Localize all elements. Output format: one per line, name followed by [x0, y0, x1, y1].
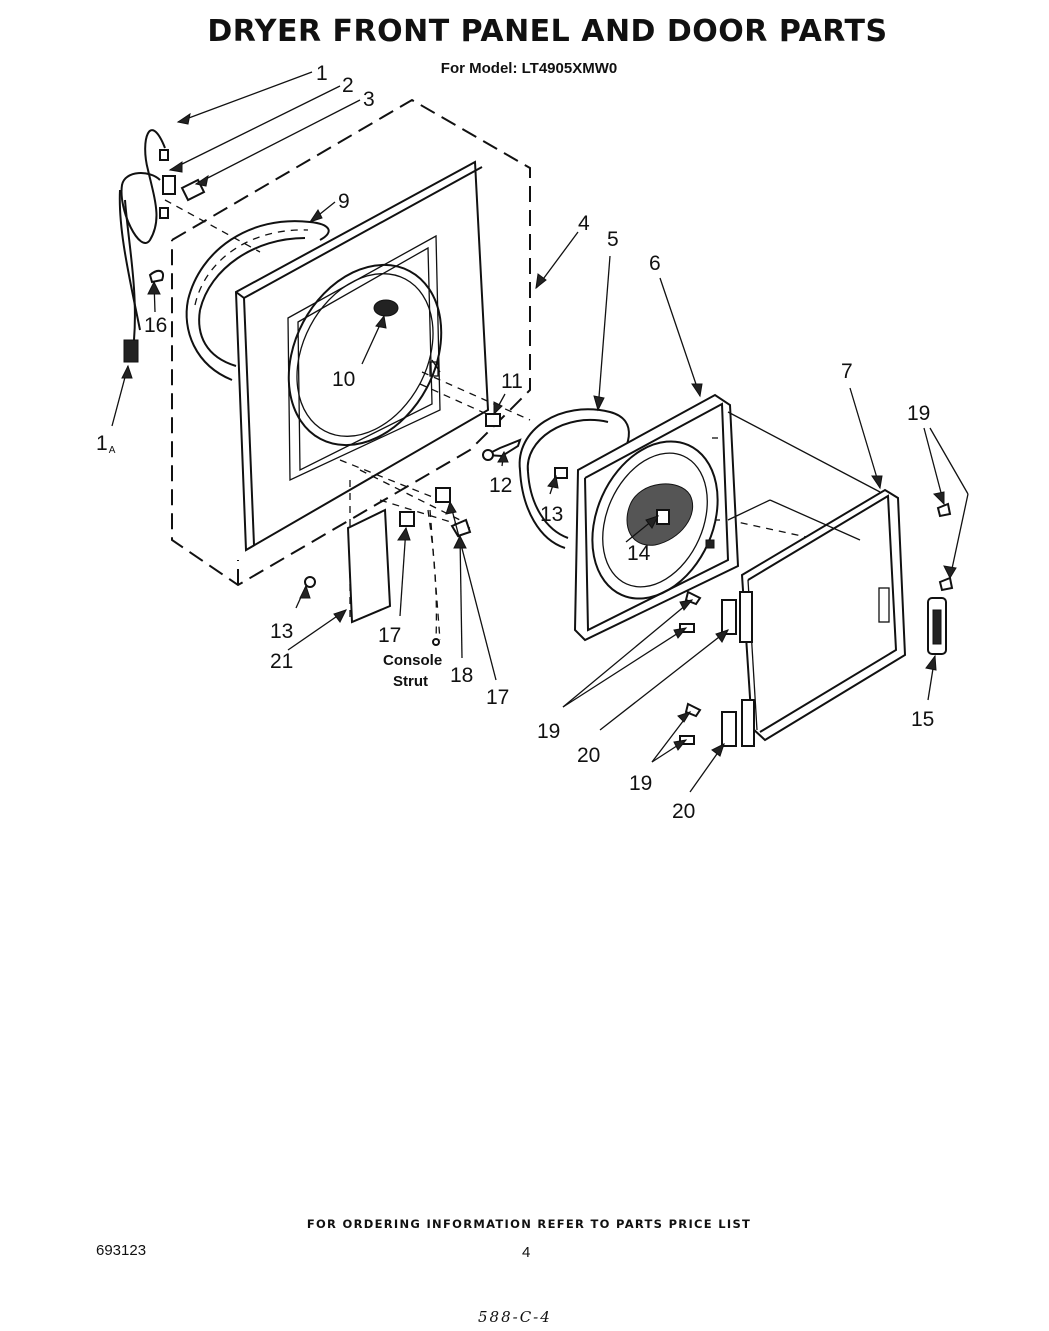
strut-label: Strut	[393, 673, 428, 690]
callout-14: 14	[627, 542, 651, 565]
callout-4: 4	[578, 212, 590, 235]
ordering-note: FOR ORDERING INFORMATION REFER TO PARTS …	[306, 1217, 752, 1231]
callout-3: 3	[363, 88, 375, 111]
callout-13-upper: 13	[540, 503, 563, 526]
callout-10: 10	[332, 368, 355, 391]
callout-19-right: 19	[907, 402, 930, 425]
callout-21: 21	[270, 650, 293, 673]
document-number: 693123	[96, 1242, 147, 1259]
handwritten-note: 588-C-4	[478, 1308, 552, 1326]
outer-door	[727, 411, 907, 747]
callout-7: 7	[841, 360, 853, 383]
callout-2: 2	[342, 74, 354, 97]
page-number: 4	[522, 1244, 531, 1261]
callout-20-mid: 20	[577, 744, 600, 767]
hardware	[304, 413, 954, 745]
callout-numbers: 1 2 3 4 5 6 7 9 10 11 12 13 13 14 15 16 …	[96, 62, 934, 823]
callout-16: 16	[144, 314, 167, 337]
callout-12: 12	[489, 474, 512, 497]
callout-17-right: 17	[486, 686, 509, 709]
callout-19-low: 19	[629, 772, 652, 795]
callout-5: 5	[607, 228, 619, 251]
drum-seal-ring	[185, 220, 330, 381]
front-panel	[234, 160, 490, 552]
callout-9: 9	[338, 190, 350, 213]
callout-18: 18	[450, 664, 473, 687]
hinges	[721, 599, 737, 747]
model-subtitle: For Model: LT4905XMW0	[440, 60, 618, 77]
callout-20-low: 20	[672, 800, 695, 823]
callout-15: 15	[911, 708, 934, 731]
page-title: DRYER FRONT PANEL AND DOOR PARTS	[207, 14, 888, 49]
callout-19-mid: 19	[537, 720, 560, 743]
door-latch	[927, 597, 947, 655]
callout-1a: 1A	[96, 432, 116, 456]
leader-lines	[111, 71, 969, 793]
callout-1: 1	[316, 62, 328, 85]
wire-harness	[118, 129, 206, 363]
console-label: Console	[383, 652, 442, 669]
callout-11: 11	[501, 370, 523, 393]
callout-17-left: 17	[378, 624, 401, 647]
callout-6: 6	[649, 252, 661, 275]
callout-13-lower: 13	[270, 620, 293, 643]
